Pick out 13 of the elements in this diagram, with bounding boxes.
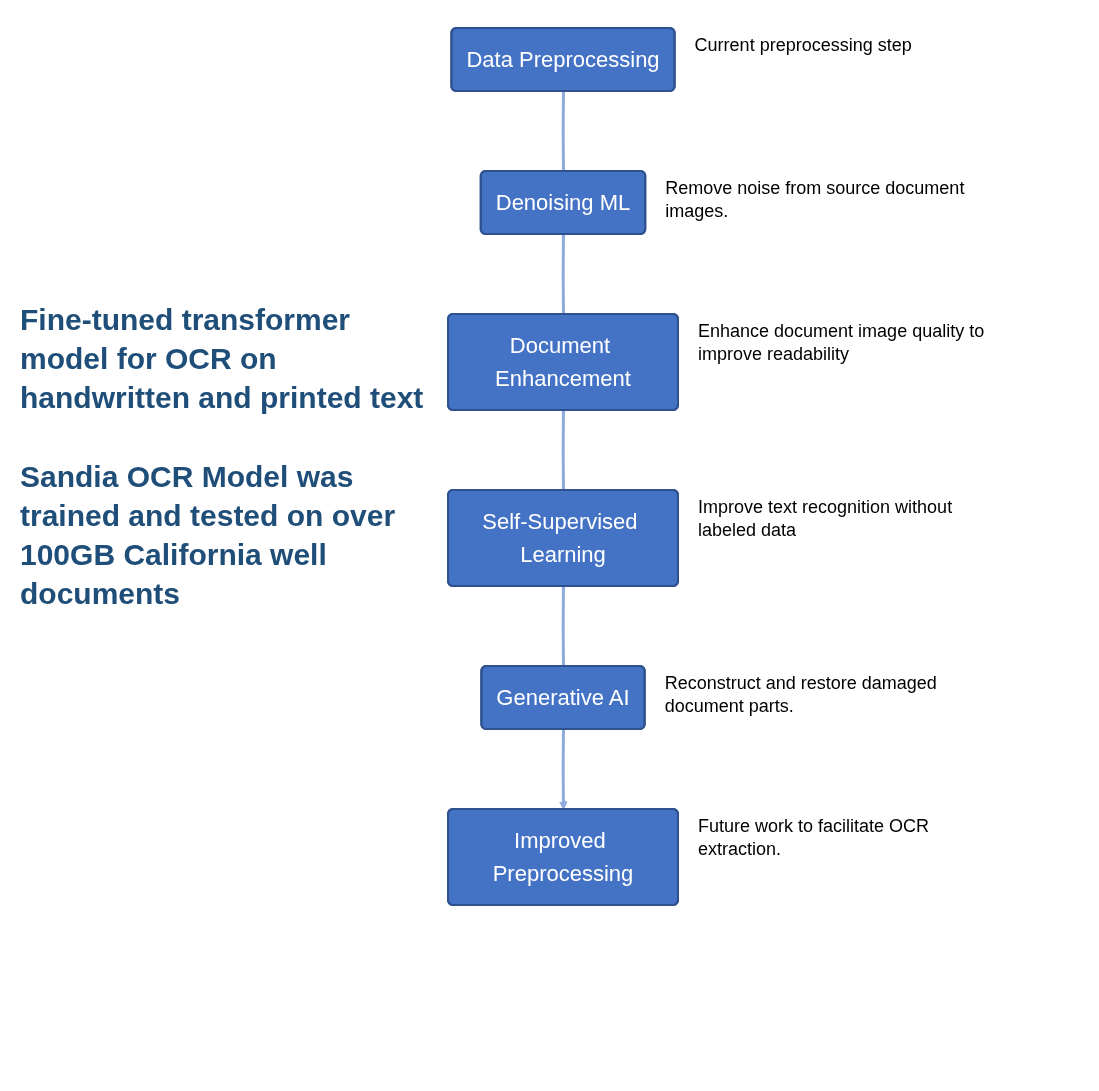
connector [561,586,565,667]
connector [561,410,565,491]
step-description: Remove noise from source document images. [665,177,966,224]
connector [561,91,565,172]
step-description: Current preprocessing step [694,34,913,57]
headline-text: Fine-tuned transformer model for OCR on handwritten and printed text [20,302,425,416]
step-description: Future work to facilitate OCR extraction. [698,815,931,862]
arrow [559,729,568,810]
step-description: Enhance document image quality to improve readability [698,320,986,367]
step-description: Improve text recognition without labeled data [698,496,954,543]
headline-text: Sandia OCR Model was trained and tested on over 100GB California well documents [20,459,397,612]
step-description: Reconstruct and restore damaged document parts. [664,672,938,719]
connector [561,234,565,315]
